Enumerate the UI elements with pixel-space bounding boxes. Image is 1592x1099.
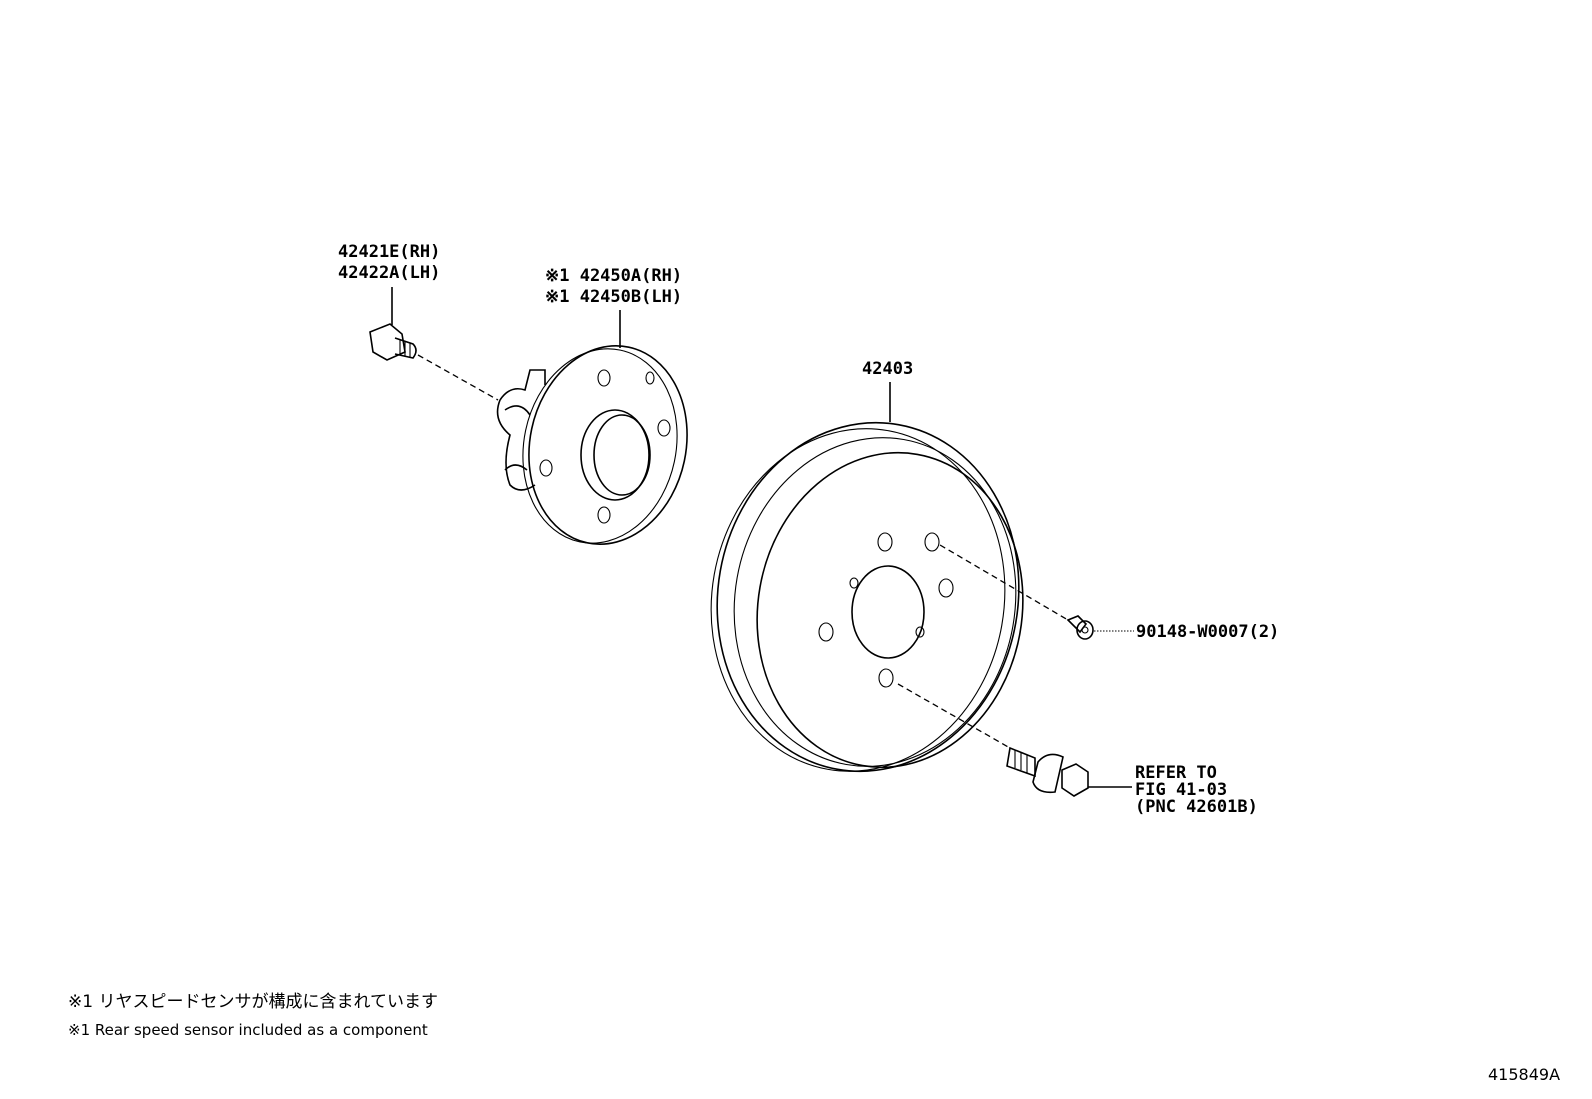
hub-bolt-label-lh[interactable]: 42422A(LH) [338,263,440,283]
hub-bolt-drawing [369,323,417,361]
brake-drum-label[interactable]: 42403 [862,359,913,379]
hub-bearing-label-rh[interactable]: ※1 42450A(RH) [545,266,682,286]
figure-id: 415849A [1488,1065,1560,1084]
screw-drawing [1066,615,1094,640]
refer-to-label[interactable]: REFER TO [1135,763,1217,783]
hub-bolt-dashed-line [417,354,499,401]
hub-nut-drawing [1006,746,1089,797]
hub-bearing-drawing [496,345,688,545]
refer-pnc-label[interactable]: (PNC 42601B) [1135,797,1258,817]
screw-dashed-line [939,544,1069,621]
hub-bearing-label-lh[interactable]: ※1 42450B(LH) [545,287,682,307]
note-japanese: ※1 リヤスピードセンサが構成に含まれています [68,992,438,1012]
hub-bolt-label-rh[interactable]: 42421E(RH) [338,242,440,262]
hub-nut-dashed-line [897,683,1011,749]
brake-drum-drawing [710,421,1024,773]
refer-fig-label[interactable]: FIG 41-03 [1135,780,1227,800]
screw-label[interactable]: 90148-W0007(2) [1136,622,1279,642]
note-english: ※1 Rear speed sensor included as a compo… [68,1021,428,1039]
